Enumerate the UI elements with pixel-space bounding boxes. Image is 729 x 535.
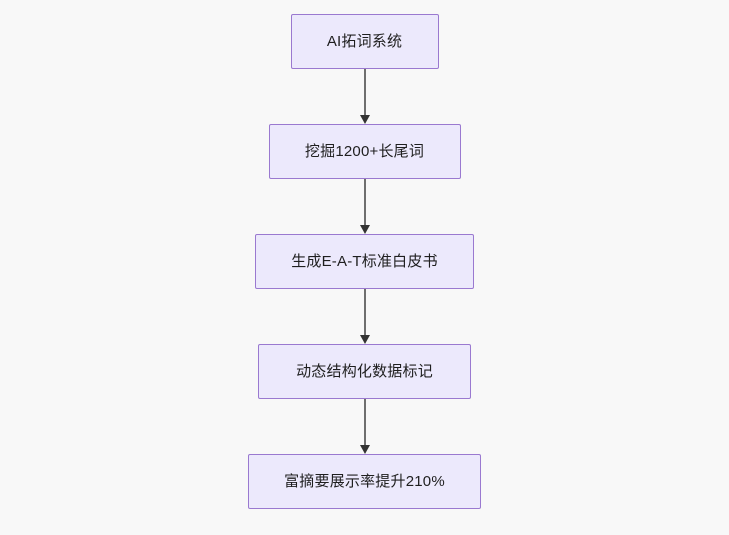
flow-node-dynamic-structured-data-markup[interactable]: 动态结构化数据标记 bbox=[258, 344, 471, 399]
down-arrow-icon bbox=[359, 335, 370, 344]
connector-line bbox=[363, 69, 366, 116]
flow-node-mine-longtail-keywords[interactable]: 挖掘1200+长尾词 bbox=[268, 124, 461, 179]
flow-node-label: 动态结构化数据标记 bbox=[296, 363, 433, 380]
flow-node-label: 富摘要展示率提升210% bbox=[284, 473, 445, 490]
flow-node-label: 生成E-A-T标准白皮书 bbox=[291, 253, 438, 270]
down-arrow-icon bbox=[359, 225, 370, 234]
connector-line bbox=[363, 179, 366, 226]
flow-connector-2 bbox=[359, 179, 371, 234]
flow-connector-4 bbox=[359, 399, 371, 454]
flow-connector-1 bbox=[359, 69, 371, 124]
down-arrow-icon bbox=[359, 115, 370, 124]
flow-node-label: AI拓词系统 bbox=[326, 33, 403, 50]
connector-line bbox=[363, 399, 366, 446]
down-arrow-icon bbox=[359, 445, 370, 454]
flow-node-generate-eat-whitepaper[interactable]: 生成E-A-T标准白皮书 bbox=[255, 234, 474, 289]
connector-line bbox=[363, 289, 366, 336]
flow-node-label: 挖掘1200+长尾词 bbox=[304, 143, 425, 160]
flow-node-ai-keyword-system[interactable]: AI拓词系统 bbox=[290, 14, 439, 69]
flow-node-rich-snippet-impression-uplift[interactable]: 富摘要展示率提升210% bbox=[248, 454, 481, 509]
flow-connector-3 bbox=[359, 289, 371, 344]
